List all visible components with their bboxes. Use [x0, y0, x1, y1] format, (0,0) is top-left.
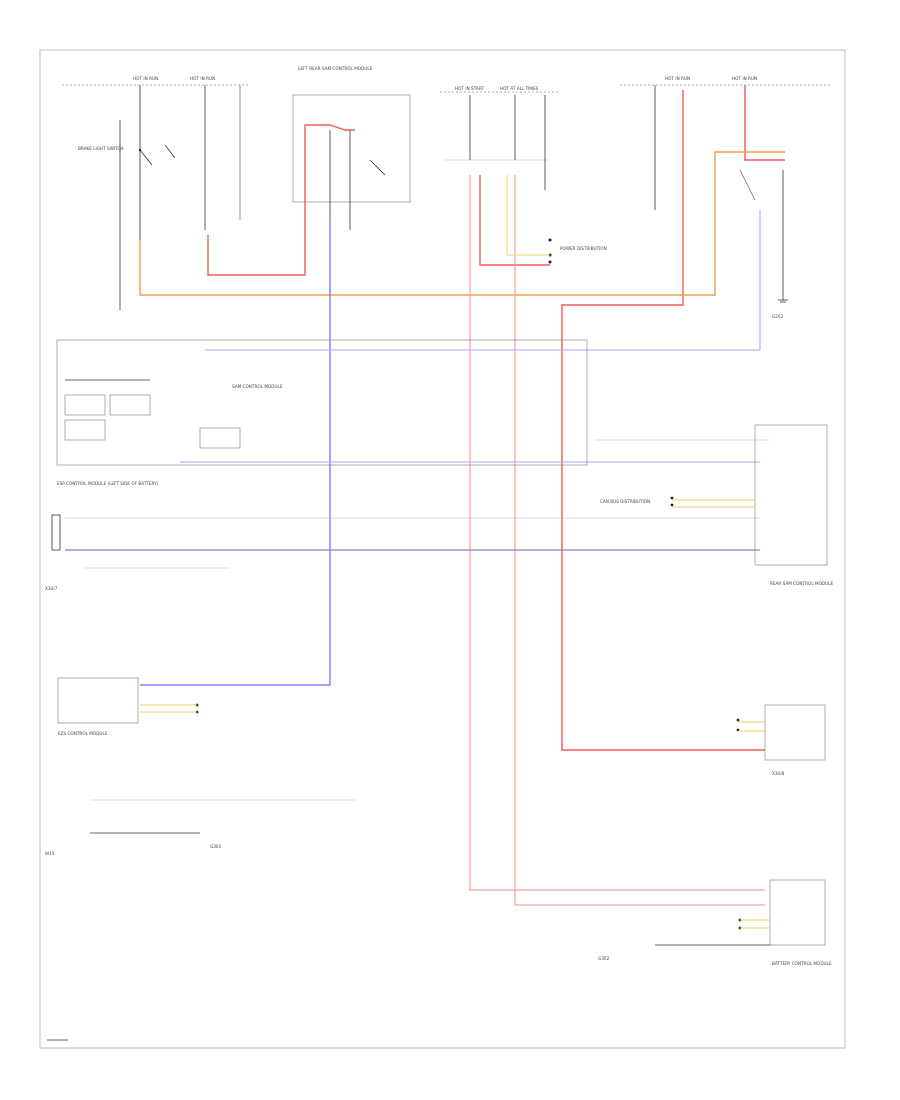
ez-module-label: EZS CONTROL MODULE	[58, 731, 108, 736]
red-wire-top-right	[744, 85, 785, 161]
right-module-1-box	[754, 424, 828, 566]
sam-module-label: SAM CONTROL MODULE	[232, 384, 283, 389]
battery-module-box	[769, 879, 826, 946]
connector-l-label: X30/7	[45, 586, 58, 591]
red-wire-relay	[329, 124, 355, 131]
fuse-b-label: HOT IN RUN	[190, 76, 215, 81]
fuse-f-label: HOT IN RUN	[732, 76, 757, 81]
bottom-left-label: W15	[45, 851, 55, 856]
fuse-e-label: HOT IN RUN	[665, 76, 690, 81]
red-wire-left	[207, 124, 330, 276]
splice-dot-icon	[548, 238, 552, 242]
left-connector	[51, 514, 61, 551]
splice-dot-icon	[670, 496, 674, 500]
blue-wire-top	[205, 210, 761, 351]
yellow-wire-center	[506, 175, 550, 256]
module-inner-3	[64, 419, 106, 441]
ground-bl-label: G301	[210, 844, 222, 849]
fuse-c-label: HOT IN START	[455, 86, 484, 91]
switch-icon	[138, 144, 176, 166]
left-module-box	[292, 94, 411, 203]
left-module-label: LEFT REAR SAM CONTROL MODULE	[298, 66, 373, 71]
main-module-box	[56, 339, 588, 466]
ez-module-box	[57, 677, 139, 724]
red-wire-right	[561, 90, 765, 751]
rear-module-label: REAR SAM CONTROL MODULE	[770, 581, 834, 586]
red-wire-long-1	[469, 175, 765, 891]
red-wire-long-2	[514, 175, 765, 906]
fuse-a-label: HOT IN RUN	[133, 76, 158, 81]
right-module-2-box	[764, 704, 826, 761]
module-inner-1	[64, 394, 106, 416]
splice-dot-icon	[670, 503, 674, 507]
connector-r-label: X30/8	[772, 771, 785, 776]
splice-dot-icon	[548, 260, 552, 264]
module-inner-2	[109, 394, 151, 416]
diagram-frame	[39, 49, 846, 1049]
orange-wire	[139, 151, 785, 296]
relay-contact	[369, 159, 386, 176]
right-switch	[739, 169, 756, 201]
blue-wire-vertical	[140, 220, 331, 686]
brake-switch-label: BRAKE LIGHT SWITCH	[78, 146, 123, 151]
battery-module-label: BATTERY CONTROL MODULE	[772, 961, 832, 966]
center-module-label: CAN BUS DISTRIBUTION	[600, 499, 650, 504]
red-wire-center	[479, 175, 550, 266]
ground-icon	[778, 299, 788, 303]
splice-dot-icon	[736, 718, 740, 722]
power-distribution-label: POWER DISTRIBUTION	[560, 246, 607, 251]
module-inner-4	[199, 427, 241, 449]
fuse-d-label: HOT AT ALL TIMES	[500, 86, 539, 91]
main-module-label: ESP CONTROL MODULE (LEFT SIDE OF BATTERY…	[57, 481, 159, 486]
ground-g-label: G202	[772, 314, 784, 319]
ground-br-label: G302	[598, 956, 610, 961]
